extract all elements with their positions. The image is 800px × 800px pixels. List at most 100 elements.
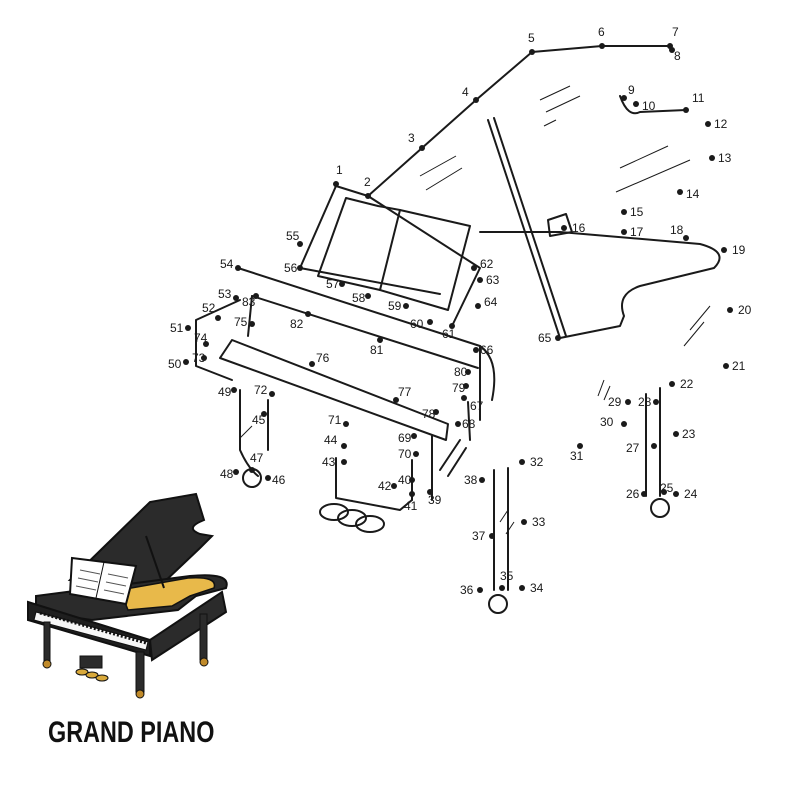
dot-22: 22 — [669, 377, 694, 391]
dot-number-label: 64 — [484, 295, 498, 309]
dot-marker — [365, 193, 371, 199]
dot-marker — [427, 489, 433, 495]
dot-marker — [521, 519, 527, 525]
dot-number-label: 33 — [532, 515, 546, 529]
dot-72: 72 — [254, 383, 275, 397]
dot-marker — [709, 155, 715, 161]
dot-marker — [499, 585, 505, 591]
page-title: GRAND PIANO — [48, 716, 215, 749]
dot-number-label: 60 — [410, 317, 424, 331]
dot-marker — [419, 145, 425, 151]
dot-marker — [261, 411, 267, 417]
dot-82: 82 — [290, 311, 311, 331]
dot-marker — [683, 235, 689, 241]
dot-number-label: 72 — [254, 383, 268, 397]
dot-number-label: 19 — [732, 243, 746, 257]
dot-marker — [391, 483, 397, 489]
dot-11: 11 — [683, 91, 705, 113]
dot-1: 1 — [333, 163, 343, 187]
dot-77: 77 — [393, 385, 412, 403]
dot-number-label: 71 — [328, 413, 342, 427]
dot-8: 8 — [669, 47, 681, 63]
dot-number-label: 56 — [284, 261, 298, 275]
dot-7: 7 — [667, 25, 679, 49]
dot-73: 73 — [192, 351, 207, 365]
dot-18: 18 — [670, 223, 689, 241]
dot-number-label: 77 — [398, 385, 412, 399]
dot-26: 26 — [626, 487, 647, 501]
dot-number-label: 7 — [672, 25, 679, 39]
dot-50: 50 — [168, 357, 189, 371]
dot-marker — [633, 101, 639, 107]
dot-75: 75 — [234, 315, 255, 329]
dot-15: 15 — [621, 205, 644, 219]
dot-63: 63 — [477, 273, 500, 287]
dot-number-label: 30 — [600, 415, 614, 429]
dot-79: 79 — [452, 381, 469, 395]
dot-marker — [529, 49, 535, 55]
dot-marker — [393, 397, 399, 403]
dot-number-label: 45 — [252, 413, 266, 427]
dot-marker — [477, 277, 483, 283]
dot-number-label: 1 — [336, 163, 343, 177]
dot-29: 29 — [608, 395, 631, 409]
dot-32: 32 — [519, 455, 544, 469]
dot-number-label: 22 — [680, 377, 694, 391]
dot-marker — [269, 391, 275, 397]
dot-number-label: 46 — [272, 473, 286, 487]
dot-number-label: 39 — [428, 493, 442, 507]
dot-17: 17 — [621, 225, 644, 239]
dot-number-label: 12 — [714, 117, 728, 131]
dot-number-label: 78 — [422, 407, 436, 421]
dot-marker — [473, 347, 479, 353]
dot-number-label: 28 — [638, 395, 652, 409]
dot-46: 46 — [265, 473, 286, 487]
dot-marker — [409, 477, 415, 483]
dot-number-label: 4 — [462, 85, 469, 99]
dot-53: 53 — [218, 287, 239, 301]
dot-24: 24 — [673, 487, 698, 501]
dot-marker — [489, 533, 495, 539]
dot-number-label: 51 — [170, 321, 184, 335]
dot-number-label: 34 — [530, 581, 544, 595]
dot-71: 71 — [328, 413, 349, 427]
dot-marker — [473, 97, 479, 103]
dot-55: 55 — [286, 229, 303, 247]
dot-40: 40 — [398, 473, 415, 487]
dot-35: 35 — [499, 569, 514, 591]
dot-37: 37 — [472, 529, 495, 543]
dot-number-label: 15 — [630, 205, 644, 219]
dot-marker — [669, 381, 675, 387]
dot-61: 61 — [442, 323, 456, 341]
dot-43: 43 — [322, 455, 347, 469]
dot-number-label: 16 — [572, 221, 586, 235]
dot-number-label: 20 — [738, 303, 752, 317]
dot-number-label: 21 — [732, 359, 746, 373]
dot-marker — [341, 443, 347, 449]
dot-14: 14 — [677, 187, 700, 201]
dot-number-label: 83 — [242, 295, 256, 309]
dot-marker — [651, 443, 657, 449]
dot-marker — [599, 43, 605, 49]
dot-marker — [215, 315, 221, 321]
dot-marker — [233, 295, 239, 301]
dot-58: 58 — [352, 291, 371, 305]
dot-number-label: 11 — [692, 91, 705, 105]
dot-marker — [249, 321, 255, 327]
dot-marker — [409, 491, 415, 497]
dot-65: 65 — [538, 331, 561, 345]
dot-marker — [449, 323, 455, 329]
dot-marker — [705, 121, 711, 127]
dot-marker — [309, 361, 315, 367]
dot-marker — [377, 337, 383, 343]
dot-83: 83 — [242, 293, 259, 309]
dot-33: 33 — [521, 515, 546, 529]
dot-number-label: 29 — [608, 395, 622, 409]
dot-marker — [677, 189, 683, 195]
dot-number-label: 49 — [218, 385, 232, 399]
dot-number-label: 10 — [642, 99, 656, 113]
dot-number-label: 35 — [500, 569, 514, 583]
dot-44: 44 — [324, 433, 347, 449]
dot-marker — [341, 459, 347, 465]
dot-number-label: 52 — [202, 301, 216, 315]
